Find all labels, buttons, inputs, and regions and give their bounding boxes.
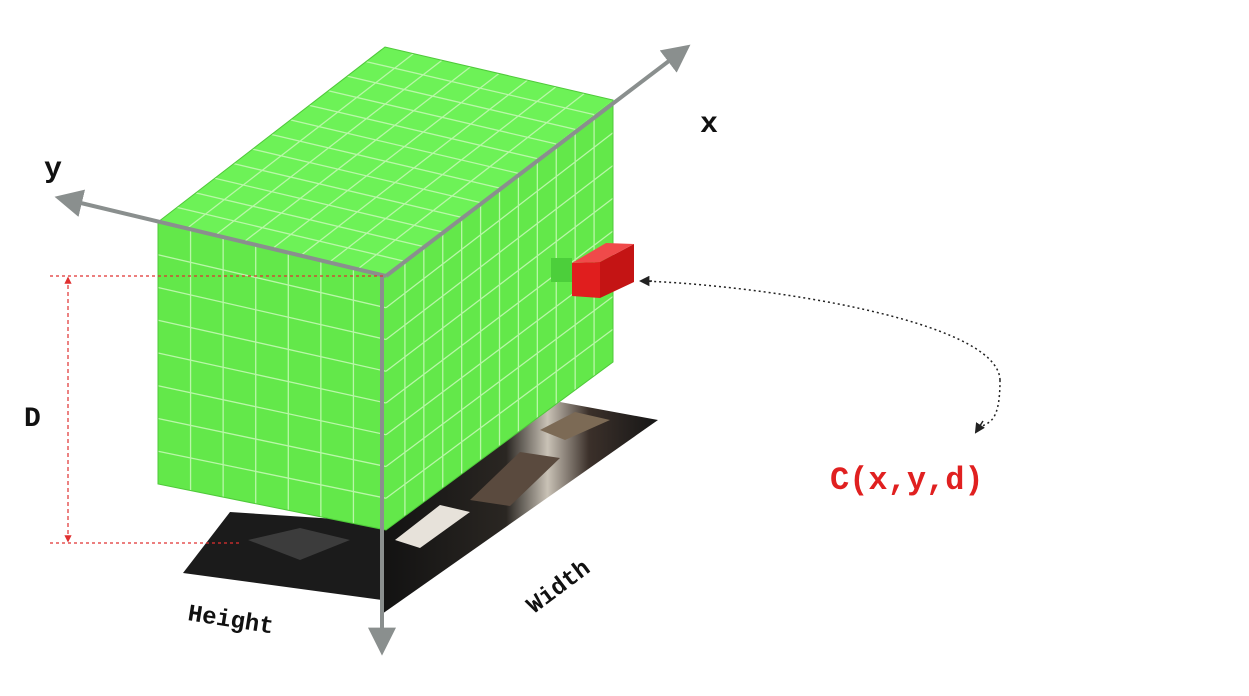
depth-label: D: [24, 404, 41, 435]
x-axis-arrow: [384, 44, 691, 278]
cost-volume-cube: [157, 46, 614, 531]
right-face-grid-line: [385, 197, 614, 372]
y-axis-arrow: [54, 189, 387, 278]
left-face-grid-line: [157, 254, 387, 309]
left-face-grid-line: [157, 450, 387, 499]
cube-grid-lines: [157, 53, 614, 524]
top-face-grid-line: [300, 79, 528, 257]
depth-dimension: [50, 275, 386, 544]
right-face-grid-line: [385, 164, 614, 341]
left-face-grid-line: [157, 417, 387, 468]
cube-outline: [157, 46, 614, 531]
right-face-grid-line: [385, 295, 614, 468]
cost-volume-label: C(x,y,d): [830, 462, 984, 499]
left-face-grid-line: [157, 286, 387, 341]
selected-cost-cell: [551, 243, 634, 298]
pointer-head-label: [974, 420, 985, 434]
top-face-grid-line: [186, 53, 414, 230]
input-image-plane: [183, 402, 658, 614]
cube-left-face: [158, 222, 386, 530]
image-texture-b: [395, 505, 470, 548]
left-face-grid-line: [157, 319, 387, 372]
cell-front-face: [572, 262, 600, 298]
image-left-part: [183, 512, 382, 600]
image-texture-d: [540, 412, 610, 440]
right-face-grid-line: [385, 230, 614, 404]
top-face-grid-line: [214, 59, 443, 237]
height-label: Height: [186, 601, 276, 641]
y-axis-label: y: [44, 153, 62, 187]
top-face-grid-line: [271, 72, 500, 250]
cell-shadow: [551, 258, 572, 282]
image-right-part: [382, 402, 658, 614]
top-face-grid-line: [243, 66, 471, 243]
width-label: Width: [523, 555, 597, 620]
cell-top-face: [572, 243, 634, 263]
top-face-grid-line: [328, 86, 557, 264]
right-face-grid-line: [385, 328, 614, 499]
image-texture-a: [248, 528, 350, 560]
right-face-grid-line: [385, 132, 614, 309]
left-face-grid-line: [157, 385, 387, 436]
cost-pointer-arrow: [641, 280, 1001, 431]
left-face-grid-line: [157, 352, 387, 404]
x-axis-label: x: [700, 108, 718, 142]
top-face-grid-line: [357, 92, 585, 270]
image-texture-c: [470, 452, 560, 506]
axes: [54, 44, 691, 656]
